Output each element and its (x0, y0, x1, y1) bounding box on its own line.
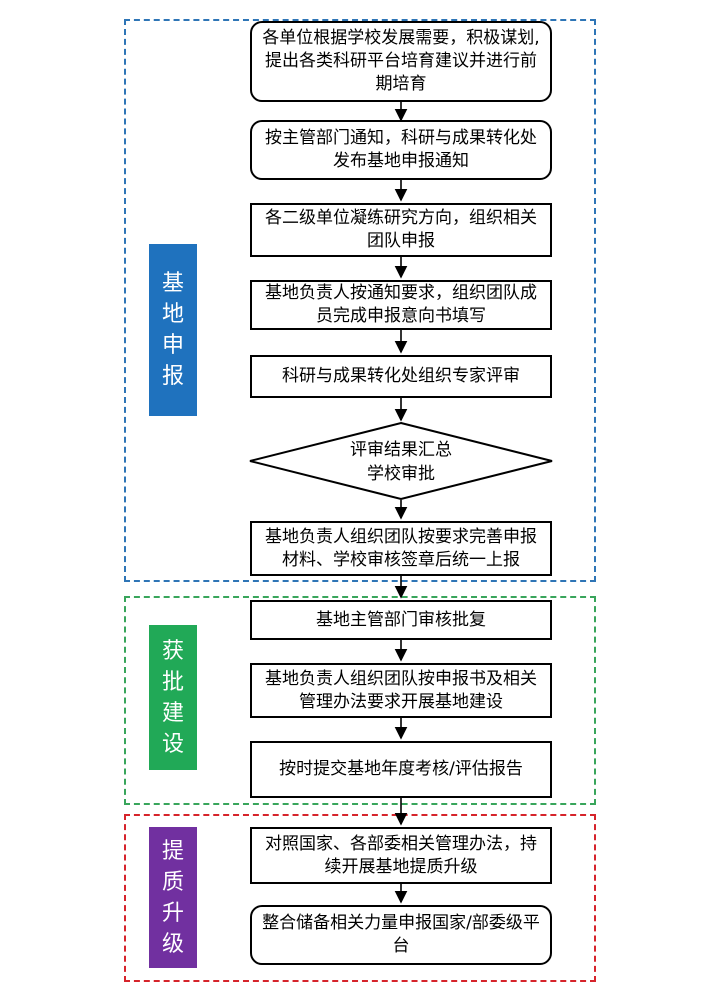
decision-line-1: 评审结果汇总 (350, 440, 452, 460)
decision-line-2: 学校审批 (367, 464, 435, 484)
step-11-box: 对照国家、各部委相关管理办法，持续开展基地提质升级 (250, 827, 552, 884)
step-5-box: 科研与成果转化处组织专家评审 (250, 355, 552, 398)
step-7-box: 基地负责人组织团队按要求完善申报材料、学校审核签章后统一上报 (250, 521, 552, 576)
stage-frame-upgrade (124, 814, 596, 982)
step-3-box: 各二级单位凝练研究方向，组织相关团队申报 (250, 203, 552, 257)
step-3-text: 各二级单位凝练研究方向，组织相关团队申报 (265, 208, 537, 251)
step-4-text: 基地负责人按通知要求，组织团队成员完成申报意向书填写 (265, 283, 537, 326)
decision-text: 评审结果汇总 学校审批 (250, 434, 552, 490)
step-1-text: 各单位根据学校发展需要，积极谋划,提出各类科研平台培育建议并进行前期培育 (262, 28, 540, 94)
step-2-text: 按主管部门通知，科研与成果转化处发布基地申报通知 (265, 128, 537, 171)
step-10-text: 按时提交基地年度考核/评估报告 (279, 759, 523, 779)
step-10-box: 按时提交基地年度考核/评估报告 (250, 741, 552, 798)
step-8-box: 基地主管部门审核批复 (250, 600, 552, 640)
step-11-text: 对照国家、各部委相关管理办法，持续开展基地提质升级 (265, 833, 537, 877)
step-2-box: 按主管部门通知，科研与成果转化处发布基地申报通知 (250, 120, 552, 180)
step-7-text: 基地负责人组织团队按要求完善申报材料、学校审核签章后统一上报 (265, 526, 537, 570)
stage-frame-application (124, 19, 596, 582)
step-1-box: 各单位根据学校发展需要，积极谋划,提出各类科研平台培育建议并进行前期培育 (250, 21, 552, 102)
step-5-text: 科研与成果转化处组织专家评审 (282, 366, 520, 386)
stage-frame-construction (124, 596, 596, 805)
step-12-box: 整合储备相关力量申报国家/部委级平台 (250, 905, 552, 965)
stage-label-upgrade: 提质升级 (149, 827, 197, 968)
step-4-box: 基地负责人按通知要求，组织团队成员完成申报意向书填写 (250, 280, 552, 330)
step-12-text: 整合储备相关力量申报国家/部委级平台 (262, 913, 540, 956)
step-8-text: 基地主管部门审核批复 (316, 609, 486, 630)
stage-label-construction: 获批建设 (149, 625, 197, 770)
step-9-text: 基地负责人组织团队按申报书及相关管理办法要求开展基地建设 (265, 668, 537, 712)
step-9-box: 基地负责人组织团队按申报书及相关管理办法要求开展基地建设 (250, 663, 552, 718)
stage-label-application: 基地申报 (149, 244, 197, 416)
